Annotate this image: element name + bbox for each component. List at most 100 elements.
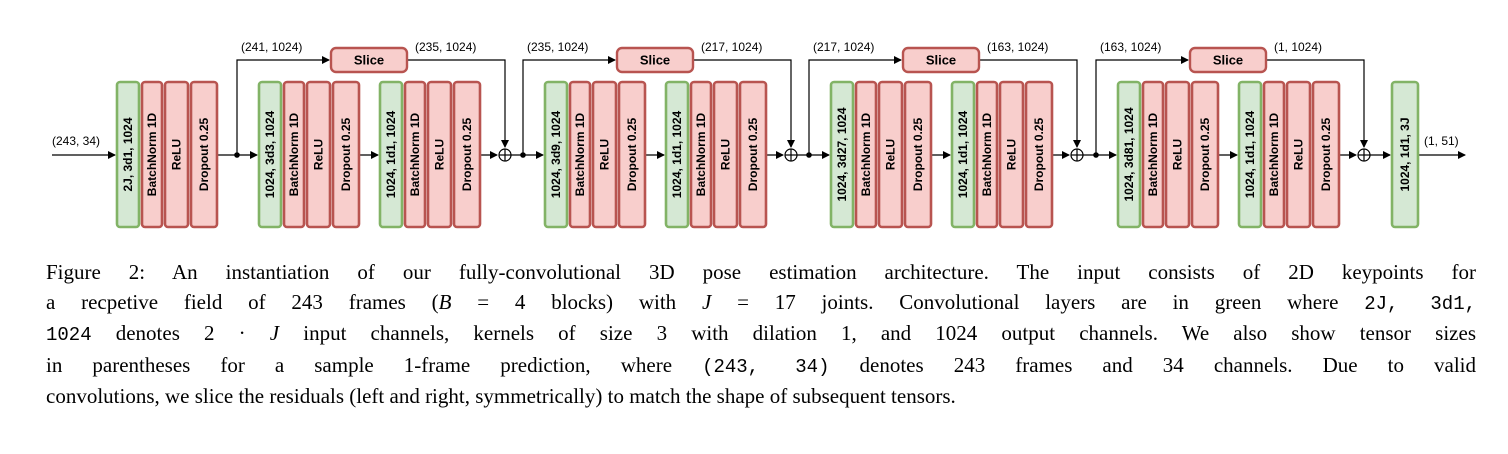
block-3-slice-out-size: (163, 1024): [987, 40, 1048, 54]
output-size-label: (1, 51): [1424, 134, 1459, 148]
caption-line-2: a recpetive field of 243 frames (B = 4 b…: [46, 289, 1477, 315]
block-3-b-batchnorm-box: [975, 80, 999, 229]
block-1-slice-out-size: (235, 1024): [415, 40, 476, 54]
block-3-b-relu-box: [998, 80, 1025, 229]
block-3-b-batchnorm-box-label: BatchNorm 1D: [980, 112, 994, 196]
block-1-conv2-box-label: 1024, 1d1, 1024: [384, 110, 398, 198]
block-4-a-relu-box-label: ReLU: [1171, 139, 1185, 170]
block-4-slice-box: [1188, 46, 1268, 74]
block-2-b-relu-box: [712, 80, 739, 229]
block-1-slice-box: [329, 46, 409, 74]
block-4-conv2-box-label: 1024, 1d1, 1024: [1243, 110, 1257, 198]
block-4-slice-in-size: (163, 1024): [1100, 40, 1161, 54]
block-3-a-batchnorm-box-label: BatchNorm 1D: [859, 112, 873, 196]
block-2-a-batchnorm-box-label: BatchNorm 1D: [573, 112, 587, 196]
block-1-b-relu-box-label: ReLU: [433, 139, 447, 170]
block-2-b-relu-box-label: ReLU: [719, 139, 733, 170]
block-4-b-batchnorm-box: [1262, 80, 1286, 229]
block-4-b-dropout-box-label: Dropout 0.25: [1319, 118, 1333, 192]
block-1-conv2-box: [378, 80, 404, 229]
block-4-a-dropout-box-label: Dropout 0.25: [1198, 118, 1212, 192]
block-3-skip-out: [979, 59, 1081, 148]
block-2-b-dropout-box: [738, 80, 768, 229]
block-1-b-relu-box: [426, 80, 453, 229]
block-4-b-relu-box-label: ReLU: [1292, 139, 1306, 170]
input-conv-box-label: 2J, 3d1, 1024: [121, 117, 135, 191]
input-conv-box: [115, 80, 141, 229]
diagram-labels: (243, 34) 2J, 3d1, 1024 BatchNorm 1D ReLU Dr…: [52, 40, 1459, 202]
block-2-b-batchnorm-box-label: BatchNorm 1D: [694, 112, 708, 196]
block-3-conv1-box: [829, 80, 855, 229]
block-1-a-batchnorm-box: [282, 80, 306, 229]
caption-line-3: 1024 denotes 2 · J input channels, kerne…: [46, 321, 1476, 346]
block-1-a-batchnorm-box-label: BatchNorm 1D: [287, 112, 301, 196]
input-relu-box-label: ReLU: [170, 139, 184, 170]
block-1-a-relu-box-label: ReLU: [312, 139, 326, 170]
block-2-skip-out: [693, 59, 795, 148]
input-size-label: (243, 34): [52, 134, 100, 148]
block-1-b-batchnorm-box-label: BatchNorm 1D: [408, 112, 422, 196]
block-4-slice-label: Slice: [1213, 53, 1243, 68]
block-3-a-batchnorm-box: [854, 80, 878, 229]
block-3-b-dropout-box: [1024, 80, 1054, 229]
block-1-a-dropout-box-label: Dropout 0.25: [339, 118, 353, 192]
architecture-diagram: (243, 34) 2J, 3d1, 1024 BatchNorm 1D ReLU Dr…: [52, 40, 1466, 229]
block-4-b-dropout-box: [1311, 80, 1341, 229]
block-3-b-relu-box-label: ReLU: [1005, 139, 1019, 170]
block-1-b-dropout-box-label: Dropout 0.25: [460, 118, 474, 192]
block-2-b-batchnorm-box: [689, 80, 713, 229]
figure-caption: Figure 2: An instantiation of our fully-…: [46, 258, 1476, 412]
block-1-b-dropout-box: [452, 80, 482, 229]
block-2-conv1-box-label: 1024, 3d9, 1024: [549, 110, 563, 198]
block-3-a-relu-box-label: ReLU: [884, 139, 898, 170]
block-4-skip-in: [1095, 56, 1189, 155]
block-4-conv1-box: [1116, 80, 1142, 229]
block-3-a-dropout-box-label: Dropout 0.25: [911, 118, 925, 192]
block-4-slice-out-size: (1, 1024): [1274, 40, 1322, 54]
block-2-conv2-box-label: 1024, 1d1, 1024: [670, 110, 684, 198]
output-conv-box-label: 1024, 1d1, 3J: [1398, 117, 1412, 191]
layer-boxes: [115, 46, 1420, 229]
block-3-conv2-box: [950, 80, 976, 229]
block-1-skip-out: [407, 59, 509, 148]
block-1-slice-in-size: (241, 1024): [241, 40, 302, 54]
block-4-a-batchnorm-box: [1141, 80, 1165, 229]
block-2-b-dropout-box-label: Dropout 0.25: [746, 118, 760, 192]
block-1-a-dropout-box: [331, 80, 361, 229]
block-4-b-relu-box: [1285, 80, 1312, 229]
block-2-conv1-box: [543, 80, 569, 229]
block-2-slice-out-size: (217, 1024): [701, 40, 762, 54]
block-1-skip-in: [236, 56, 330, 155]
block-2-skip-in: [522, 56, 616, 155]
block-4-conv2-box: [1237, 80, 1263, 229]
block-4-b-batchnorm-box-label: BatchNorm 1D: [1267, 112, 1281, 196]
block-3-slice-in-size: (217, 1024): [813, 40, 874, 54]
caption-line-5: convolutions, we slice the residuals (le…: [46, 384, 956, 408]
input-dropout-box: [189, 80, 219, 229]
block-4-a-relu-box: [1164, 80, 1191, 229]
input-dropout-box-label: Dropout 0.25: [197, 118, 211, 192]
block-1-conv1-box-label: 1024, 3d3, 1024: [263, 110, 277, 198]
block-3-slice-label: Slice: [926, 53, 956, 68]
block-4-skip-out: [1266, 59, 1368, 148]
block-2-slice-in-size: (235, 1024): [527, 40, 588, 54]
block-3-a-dropout-box: [903, 80, 933, 229]
block-1-slice-label: Slice: [354, 53, 384, 68]
block-2-a-dropout-box-label: Dropout 0.25: [625, 118, 639, 192]
block-4-a-batchnorm-box-label: BatchNorm 1D: [1146, 112, 1160, 196]
block-2-conv2-box: [664, 80, 690, 229]
output-conv-box: [1390, 80, 1420, 229]
caption-line-4: in parentheses for a sample 1-frame pred…: [46, 352, 1476, 378]
block-2-a-batchnorm-box: [568, 80, 592, 229]
block-3-conv1-box-label: 1024, 3d27, 1024: [835, 107, 849, 201]
block-4-a-dropout-box: [1190, 80, 1220, 229]
block-3-conv2-box-label: 1024, 1d1, 1024: [956, 110, 970, 198]
caption-line-1: Figure 2: An instantiation of our fully-…: [46, 260, 1476, 284]
connections: [52, 56, 1466, 162]
block-1-a-relu-box: [305, 80, 332, 229]
block-2-a-dropout-box: [617, 80, 647, 229]
block-3-a-relu-box: [877, 80, 904, 229]
block-1-conv1-box: [257, 80, 283, 229]
input-batchnorm-box: [140, 80, 164, 229]
block-2-a-relu-box: [591, 80, 618, 229]
